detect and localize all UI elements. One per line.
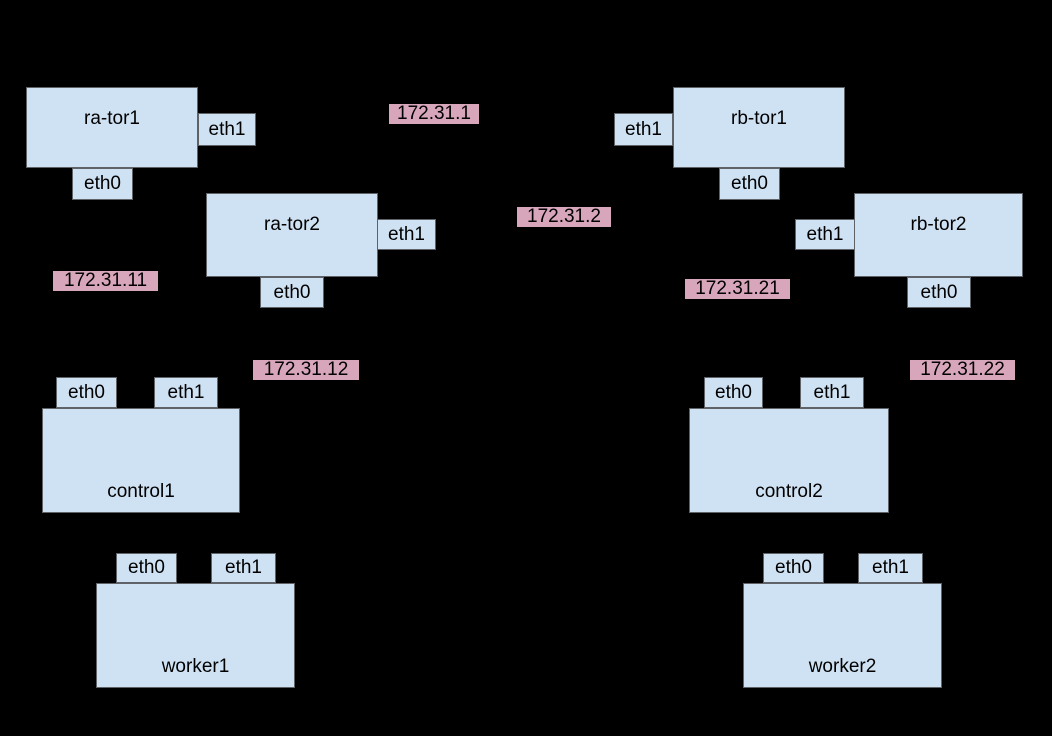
port-label-worker2-eth0: eth0 <box>775 557 812 578</box>
port-label-control1-eth0: eth0 <box>68 381 105 403</box>
node-control2: control2 <box>689 408 889 513</box>
port-label-ra-tor1-eth0: eth0 <box>84 173 121 194</box>
port-label-rb-tor2-eth0: eth0 <box>920 281 958 303</box>
node-worker1: worker1 <box>96 583 295 688</box>
port-worker1-eth1: eth1 <box>211 553 276 583</box>
port-label-ra-tor2-eth1: eth1 <box>388 223 425 245</box>
node-label-worker1: worker1 <box>161 656 230 677</box>
port-label-rb-tor1-eth1: eth1 <box>625 118 662 140</box>
node-control1: control1 <box>42 408 240 513</box>
node-ra-tor2: ra-tor2 <box>206 193 378 277</box>
port-rb-tor2-eth1: eth1 <box>795 219 855 250</box>
node-label-ra-tor2: ra-tor2 <box>264 214 320 235</box>
node-label-control1: control1 <box>107 481 175 502</box>
port-control2-eth0: eth0 <box>704 377 763 408</box>
port-label-worker1-eth1: eth1 <box>225 557 262 578</box>
port-ra-tor2-eth0: eth0 <box>260 277 324 308</box>
port-worker1-eth0: eth0 <box>116 553 177 583</box>
port-label-ra-tor2-eth0: eth0 <box>273 281 311 303</box>
port-ra-tor2-eth1: eth1 <box>377 219 436 250</box>
node-label-rb-tor1: rb-tor1 <box>731 108 787 129</box>
port-label-control2-eth0: eth0 <box>715 381 752 403</box>
port-rb-tor2-eth0: eth0 <box>907 277 971 308</box>
port-rb-tor1-eth0: eth0 <box>719 168 780 200</box>
port-label-control2-eth1: eth1 <box>813 381 851 403</box>
node-ra-tor1: ra-tor1 <box>26 87 198 168</box>
port-label-control1-eth1: eth1 <box>167 381 205 403</box>
port-label-rb-tor2-eth1: eth1 <box>806 223 844 245</box>
node-label-rb-tor2: rb-tor2 <box>910 214 967 235</box>
ip-label-172-31-22: 172.31.22 <box>910 359 1015 380</box>
ip-label-172-31-11: 172.31.11 <box>53 270 158 291</box>
ip-label-172-31-1: 172.31.1 <box>389 103 479 124</box>
node-label-worker2: worker2 <box>808 656 877 677</box>
port-label-rb-tor1-eth0: eth0 <box>731 173 768 194</box>
port-label-worker2-eth1: eth1 <box>872 557 909 578</box>
ip-label-172-31-21: 172.31.21 <box>685 278 790 299</box>
node-rb-tor1: rb-tor1 <box>673 87 845 168</box>
port-rb-tor1-eth1: eth1 <box>614 113 673 146</box>
port-ra-tor1-eth1: eth1 <box>198 113 256 146</box>
port-control1-eth1: eth1 <box>154 377 218 408</box>
port-ra-tor1-eth0: eth0 <box>72 168 133 200</box>
node-worker2: worker2 <box>743 583 942 688</box>
port-label-worker1-eth0: eth0 <box>128 557 165 578</box>
port-control2-eth1: eth1 <box>800 377 864 408</box>
ip-label-172-31-12: 172.31.12 <box>253 359 359 380</box>
port-worker2-eth1: eth1 <box>858 553 923 583</box>
port-control1-eth0: eth0 <box>56 377 117 408</box>
node-rb-tor2: rb-tor2 <box>854 193 1023 277</box>
port-worker2-eth0: eth0 <box>763 553 824 583</box>
node-label-ra-tor1: ra-tor1 <box>84 108 140 129</box>
node-label-control2: control2 <box>755 481 823 502</box>
port-label-ra-tor1-eth1: eth1 <box>208 118 246 140</box>
ip-label-172-31-2: 172.31.2 <box>517 206 611 227</box>
